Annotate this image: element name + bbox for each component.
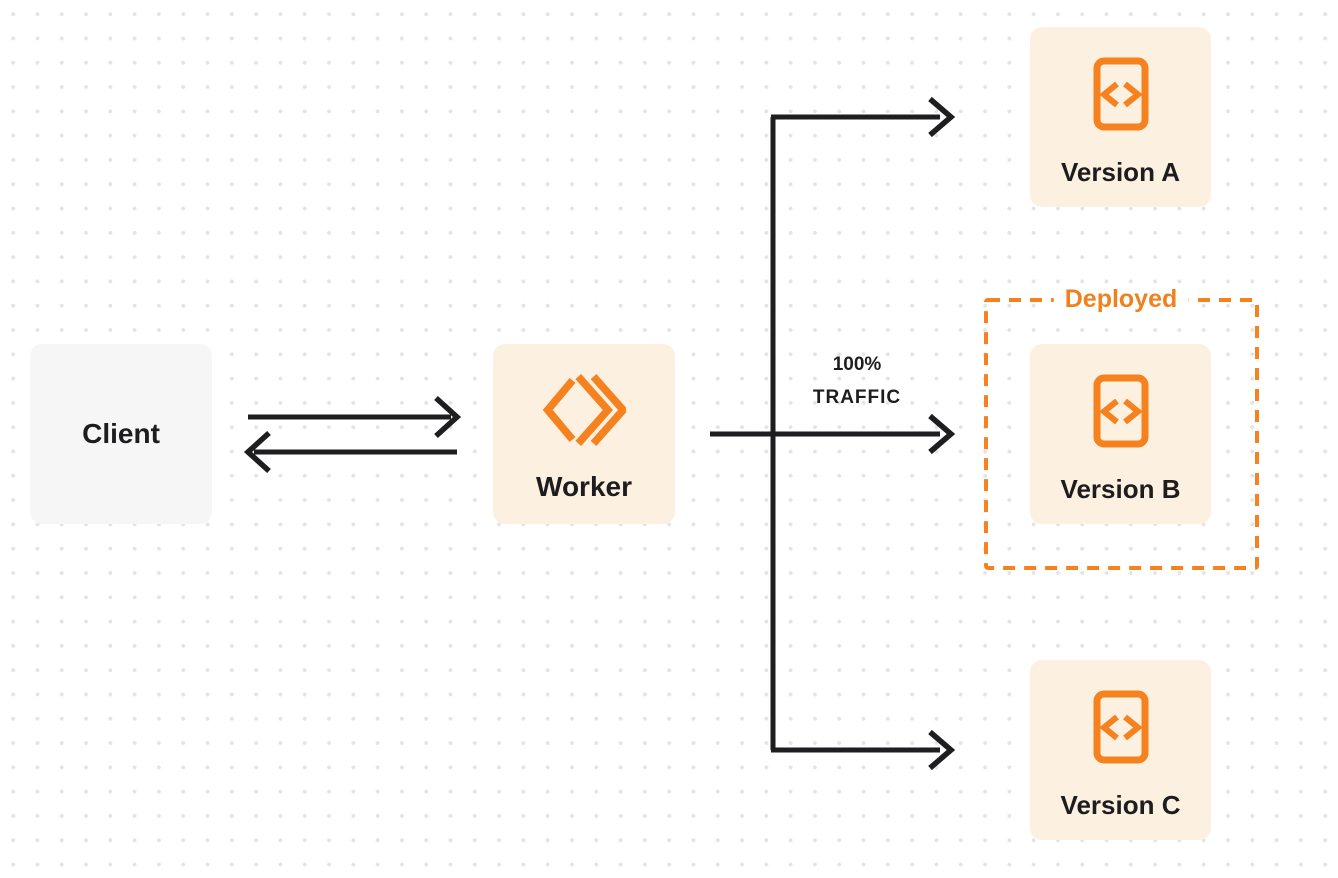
deployed-label: Deployed [1053,284,1189,315]
code-file-icon [1093,690,1148,763]
version-c-node: Version C [1030,660,1211,840]
worker-node-label: Worker [536,471,632,502]
traffic-word-text: TRAFFIC [812,387,902,408]
arrowhead-right-icon [928,729,956,771]
code-file-icon [1093,57,1148,130]
version-a-node: Version A [1030,27,1211,207]
client-node: Client [30,344,212,524]
worker-node: Worker [493,344,675,524]
version-a-node-label: Version A [1061,156,1180,187]
arrowhead-right-icon [928,96,956,138]
version-b-node-label: Version B [1060,473,1181,504]
version-c-node-label: Version C [1060,789,1181,820]
traffic-percent-text: 100% [832,354,882,375]
code-file-icon [1093,374,1148,447]
branch-arrow-version-c [771,729,956,771]
branch-arrow-version-b [710,413,956,455]
arrowhead-right-icon [928,413,956,455]
response-arrow [243,430,457,474]
cloudflare-workers-icon [542,374,626,446]
branch-arrow-version-a [771,96,956,138]
arrowhead-right-icon [434,395,462,439]
traffic-label: 100% TRAFFIC [813,348,901,414]
version-b-node: Version B [1030,344,1211,524]
request-arrow [248,395,462,439]
client-node-label: Client [82,418,160,449]
arrowhead-left-icon [243,430,271,474]
